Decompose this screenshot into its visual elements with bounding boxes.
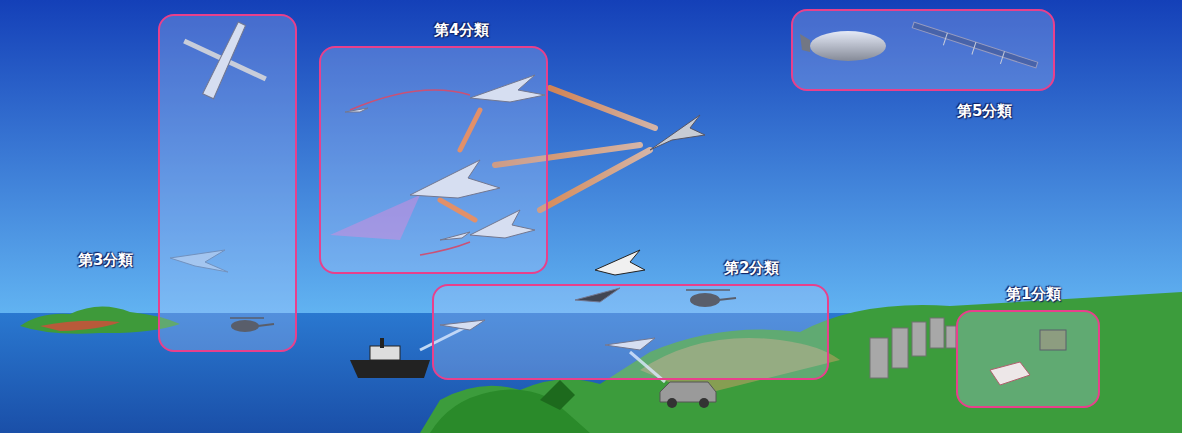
category-box: 第1分類 — [956, 310, 1100, 408]
category-label: 第2分類 — [724, 259, 779, 277]
vehicle-body — [660, 382, 716, 402]
wheel — [699, 398, 709, 408]
beam — [540, 150, 650, 210]
building — [870, 338, 888, 378]
ship-bridge — [370, 346, 400, 360]
island-shore — [40, 321, 120, 331]
category-label: 第1分類 — [1006, 285, 1061, 303]
beam — [550, 88, 655, 128]
category-box: 第4分類 — [319, 46, 548, 274]
buildings — [870, 318, 956, 378]
wheel — [667, 398, 677, 408]
ship-hull — [350, 360, 430, 378]
category-label: 第3分類 — [78, 251, 133, 269]
island — [20, 306, 180, 333]
category-box: 第3分類 — [158, 14, 297, 352]
vehicle — [660, 382, 716, 408]
ship — [350, 338, 430, 378]
building — [892, 328, 908, 368]
cliff — [540, 380, 575, 410]
fighter — [650, 115, 705, 150]
category-label: 第5分類 — [957, 102, 1012, 120]
jet — [595, 250, 645, 275]
category-box: 第2分類 — [432, 284, 829, 380]
building — [946, 326, 956, 348]
category-box: 第5分類 — [791, 9, 1055, 91]
building — [930, 318, 944, 348]
category-label: 第4分類 — [434, 21, 489, 39]
building — [912, 322, 926, 356]
ship-mast — [380, 338, 384, 348]
